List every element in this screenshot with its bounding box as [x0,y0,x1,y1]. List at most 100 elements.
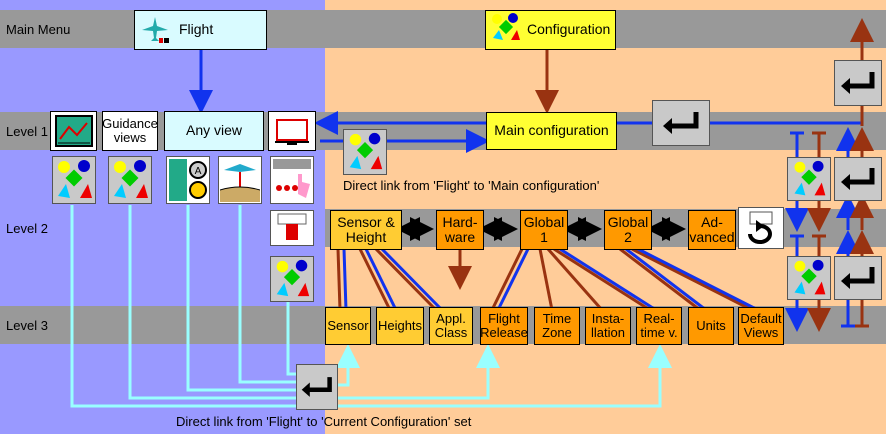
config-shortcut-1[interactable] [52,156,96,204]
return-button-top[interactable] [834,60,882,106]
map-view-button[interactable] [50,111,97,151]
cyan-return-lines [70,205,672,408]
configuration-button[interactable]: Configuration [485,10,616,50]
flight-release-button[interactable]: Flight Release [480,307,528,345]
configuration-label: Configuration [527,21,611,38]
guidance-views-button[interactable]: Guidance views [102,111,158,151]
global2-label-2: 2 [624,229,632,245]
advanced-label-2: vanced [689,229,735,245]
window-small-button[interactable] [270,210,314,246]
return-arrow-icon [299,372,335,402]
shapes-icon [272,258,312,300]
units-label: Units [696,317,726,333]
terrain-icon [220,158,260,202]
row-label-level1: Level 1 [6,124,48,139]
guidance-views-label-1: Guidance [102,115,158,131]
return-button-bottom[interactable] [296,364,338,410]
return-button-right-1[interactable] [834,157,882,201]
return-arrow-icon [838,164,878,194]
hardware-button[interactable]: Hard- ware [436,210,484,250]
units-button[interactable]: Units [688,307,734,345]
advanced-label-1: Ad- [701,213,723,230]
installation-label-1: Insta- [591,310,625,326]
real-time-label-2: time v. [640,325,678,340]
time-zone-label-2: Zone [542,325,572,340]
band-main-menu [0,10,886,48]
flight-release-label-1: Flight [488,310,520,326]
red-tower-icon [274,212,310,244]
flight-release-label-2: Release [480,325,528,340]
airplane-icon [139,14,171,46]
return-arrow-icon [838,263,878,293]
default-views-label-2: Views [743,325,779,340]
row-label-main-menu: Main Menu [6,22,71,37]
shapes-icon [54,158,94,202]
sensor-height-label-2: Height [345,229,387,245]
right-ladder [785,127,874,332]
window-icon [273,116,311,146]
flight-button[interactable]: Flight [134,10,267,50]
return-button-right-2[interactable] [834,256,882,300]
global2-button[interactable]: Global 2 [604,210,652,250]
level2-to-level3-links [336,247,759,312]
any-view-button[interactable]: Any view [164,111,264,151]
real-time-button[interactable]: Real- time v. [636,307,682,345]
sensor-label: Sensor [327,317,369,333]
sensor-height-label-1: Sensor & [337,213,395,230]
guidance-views-label-2: views [113,130,147,145]
default-views-label-1: Default [740,310,782,326]
sensor-button[interactable]: Sensor [325,307,371,345]
appl-class-label-2: Class [434,325,468,340]
svg-text:A: A [195,166,202,177]
config-shortcut-right-2[interactable] [787,256,831,300]
installation-button[interactable]: Insta- llation [585,307,631,345]
advanced-button[interactable]: Ad- vanced [688,210,736,250]
touch-view-button[interactable] [270,156,314,204]
global2-label-1: Global [607,213,649,230]
cycle-arrow-icon [742,210,780,246]
window-view-button[interactable] [268,111,316,151]
shapes-icon [345,131,385,173]
config-shortcut-direct[interactable] [343,129,387,175]
instruments-icon: A [168,158,208,202]
main-configuration-label: Main configuration [494,122,609,139]
map-icon [54,115,93,147]
terrain-view-button[interactable] [218,156,262,204]
appl-class-label-1: Appl. [436,310,466,326]
config-shortcut-3[interactable] [270,256,314,302]
time-zone-button[interactable]: Time Zone [534,307,580,345]
flight-label: Flight [179,21,214,38]
heights-button[interactable]: Heights [376,307,424,345]
hardware-label-2: ware [444,229,476,245]
config-shortcut-right-1[interactable] [787,157,831,201]
heights-label: Heights [377,317,423,333]
cycle-button[interactable] [738,207,784,249]
config-shortcut-2[interactable] [108,156,152,204]
sensor-height-button[interactable]: Sensor & Height [330,210,402,250]
return-arrow-icon [660,108,702,138]
hardware-label-1: Hard- [442,213,478,230]
instruments-view-button[interactable]: A [166,156,210,204]
return-button-level1[interactable] [652,100,710,146]
any-view-label: Any view [185,122,243,139]
shapes-icon [789,258,829,298]
shapes-icon [489,12,523,47]
default-views-button[interactable]: Default Views [738,307,784,345]
return-arrow-icon [838,68,878,98]
row-label-level2: Level 2 [6,221,48,236]
installation-label-2: llation [591,325,625,340]
row-label-level3: Level 3 [6,318,48,333]
real-time-label-1: Real- [643,310,675,326]
time-zone-label-1: Time [542,310,572,326]
main-configuration-button[interactable]: Main configuration [486,112,617,150]
global1-label-2: 1 [540,229,548,245]
global1-label-1: Global [523,213,565,230]
hand-touch-icon [272,158,312,202]
caption-direct-current-config: Direct link from 'Flight' to 'Current Co… [176,414,472,429]
shapes-icon [789,159,829,199]
appl-class-button[interactable]: Appl. Class [429,307,473,345]
caption-direct-main-config: Direct link from 'Flight' to 'Main confi… [343,178,600,193]
shapes-icon [110,158,150,202]
global1-button[interactable]: Global 1 [520,210,568,250]
